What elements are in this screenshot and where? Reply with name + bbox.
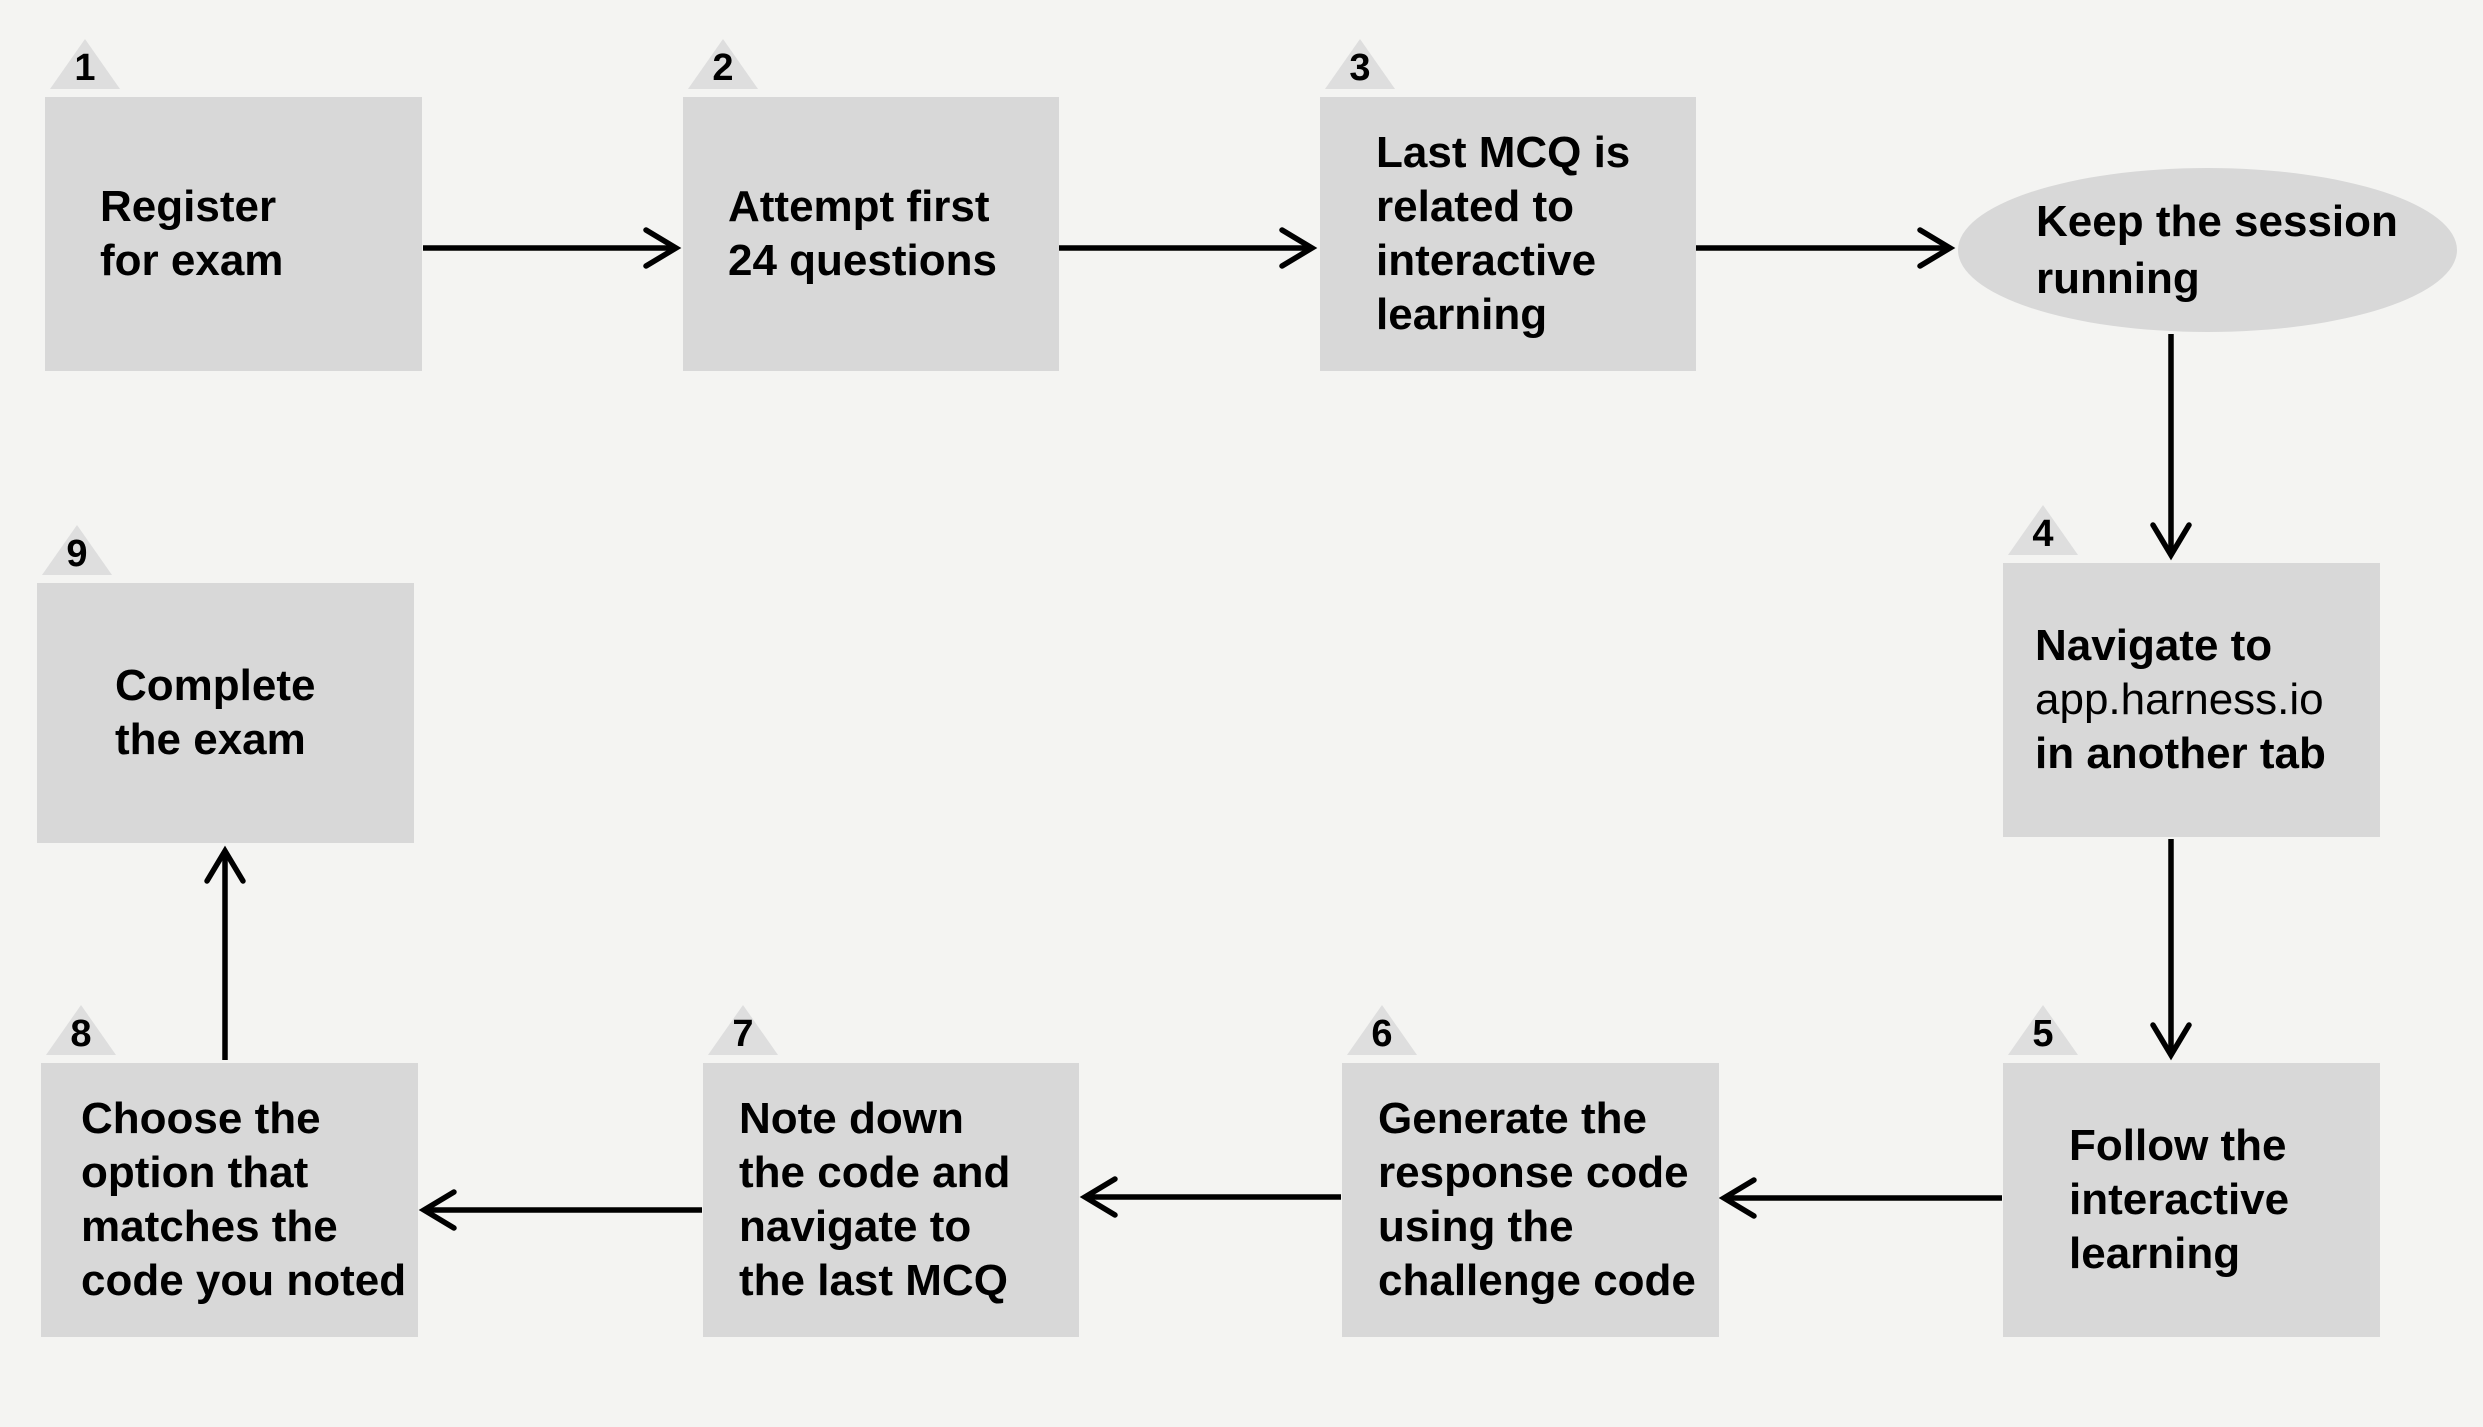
step-1-label: Register for exam: [100, 180, 422, 288]
step-9-box: 9 Complete the exam: [37, 525, 414, 843]
step-4-line: Navigate to: [2035, 621, 2273, 670]
step-9-line: Complete: [115, 661, 316, 710]
step-2-box: 2 Attempt first 24 questions: [683, 39, 1059, 371]
step-8-line: Choose the: [81, 1094, 321, 1143]
step-2-label: Attempt first 24 questions: [728, 180, 1059, 288]
step-1-number: 1: [74, 47, 96, 89]
step-4-number-marker: 4: [2008, 505, 2078, 555]
step-5-number: 5: [2032, 1013, 2054, 1055]
step-6-box: 6 Generate the response code using the c…: [1342, 1005, 1719, 1337]
step-8-line: option that: [81, 1148, 309, 1197]
step-9-label: Complete the exam: [115, 659, 414, 767]
step-5-label: Follow the interactive learning: [2069, 1119, 2380, 1281]
step-7-number: 7: [732, 1013, 754, 1055]
step-3-number-marker: 3: [1325, 39, 1395, 89]
step-2-line: Attempt first: [728, 182, 990, 231]
step-1-line: Register: [100, 182, 277, 231]
step-7-line: the code and: [739, 1148, 1011, 1197]
step-2-number: 2: [712, 47, 734, 89]
step-3-line: Last MCQ is: [1376, 128, 1631, 177]
step-4-label: Navigate to app.harness.io in another ta…: [2035, 619, 2380, 781]
step-8-box: 8 Choose the option that matches the cod…: [41, 1005, 418, 1337]
step-1-line: for exam: [100, 236, 284, 285]
step-3-label: Last MCQ is related to interactive learn…: [1376, 126, 1696, 342]
step-6-line: Generate the: [1378, 1094, 1647, 1143]
step-7-line: the last MCQ: [739, 1256, 1008, 1305]
step-5-line: Follow the: [2069, 1121, 2287, 1170]
step-5-number-marker: 5: [2008, 1005, 2078, 1055]
step-4-box: 4 Navigate to app.harness.io in another …: [2003, 505, 2380, 837]
step-5-line: interactive: [2069, 1175, 2290, 1224]
step-7-line: navigate to: [739, 1202, 972, 1251]
step-3-line: learning: [1376, 290, 1548, 339]
step-5-line: learning: [2069, 1229, 2241, 1278]
step-7-number-marker: 7: [708, 1005, 778, 1055]
step-8-line: matches the: [81, 1202, 338, 1251]
session-line: Keep the session: [2036, 197, 2398, 246]
step-7-label: Note down the code and navigate to the l…: [739, 1092, 1079, 1308]
step-8-number-marker: 8: [46, 1005, 116, 1055]
session-ellipse: Keep the session running: [1958, 168, 2457, 332]
step-3-number: 3: [1349, 47, 1371, 89]
step-6-line: response code: [1378, 1148, 1689, 1197]
step-1-number-marker: 1: [50, 39, 120, 89]
step-6-line: using the: [1378, 1202, 1574, 1251]
step-2-number-marker: 2: [688, 39, 758, 89]
step-7-box: 7 Note down the code and navigate to the…: [703, 1005, 1079, 1337]
step-3-line: related to: [1376, 182, 1575, 231]
step-6-line: challenge code: [1378, 1256, 1696, 1305]
step-3-line: interactive: [1376, 236, 1597, 285]
step-8-label: Choose the option that matches the code …: [81, 1092, 418, 1308]
step-7-line: Note down: [739, 1094, 964, 1143]
step-6-number: 6: [1371, 1013, 1393, 1055]
step-4-line-url: app.harness.io: [2035, 675, 2324, 724]
session-label: Keep the session running: [2036, 193, 2457, 307]
step-9-line: the exam: [115, 715, 306, 764]
step-1-box: 1 Register for exam: [45, 39, 422, 371]
step-9-number-marker: 9: [42, 525, 112, 575]
step-8-line: code you noted: [81, 1256, 407, 1305]
step-5-box: 5 Follow the interactive learning: [2003, 1005, 2380, 1337]
step-8-number: 8: [70, 1013, 92, 1055]
step-2-line: 24 questions: [728, 236, 997, 285]
step-4-number: 4: [2032, 513, 2054, 555]
step-9-number: 9: [66, 533, 88, 575]
step-4-line: in another tab: [2035, 729, 2326, 778]
step-6-number-marker: 6: [1347, 1005, 1417, 1055]
step-6-label: Generate the response code using the cha…: [1378, 1092, 1719, 1308]
session-line: running: [2036, 254, 2200, 303]
step-3-box: 3 Last MCQ is related to interactive lea…: [1320, 39, 1696, 371]
